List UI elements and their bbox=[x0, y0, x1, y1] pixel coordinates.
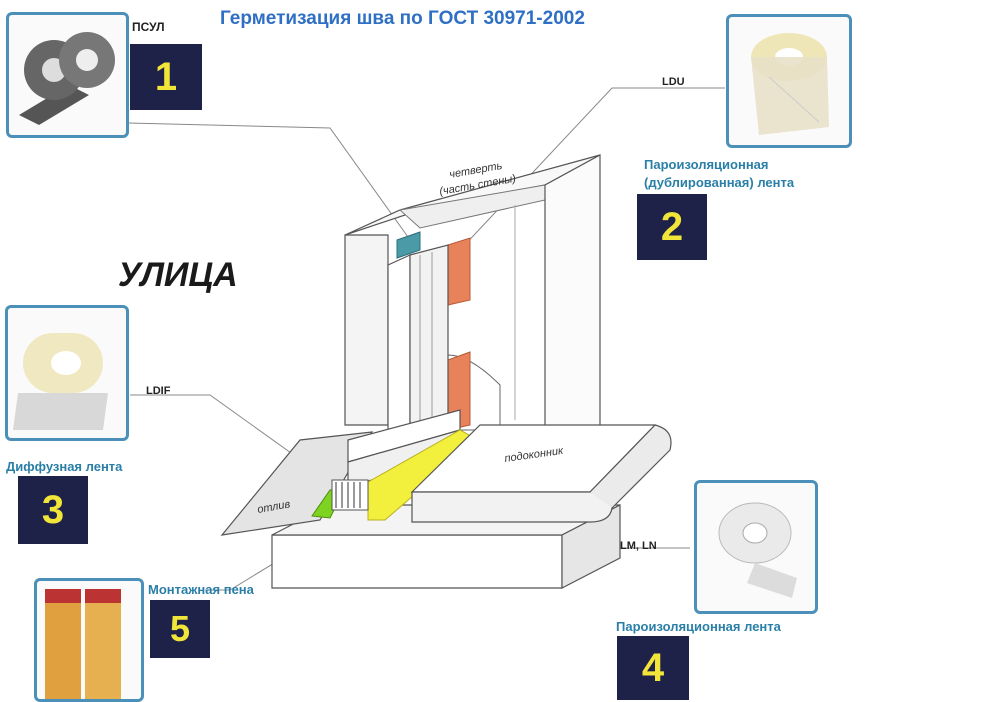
psul-photo bbox=[6, 12, 129, 138]
ebb-label: отлив bbox=[256, 498, 291, 516]
item2-label-line1: Пароизоляционная bbox=[644, 157, 769, 172]
street-label: УЛИЦА bbox=[118, 256, 238, 294]
psul-block bbox=[396, 231, 421, 259]
item2-label-line2: (дублированная) лента bbox=[644, 175, 795, 190]
ldu-photo bbox=[726, 14, 852, 148]
psul-label: ПСУЛ bbox=[132, 20, 165, 34]
ebb-shape bbox=[220, 431, 374, 536]
base-block-front bbox=[271, 534, 563, 589]
leader-psul bbox=[127, 122, 409, 238]
psul-tape-icon bbox=[19, 32, 115, 125]
frame-vertical-front bbox=[387, 254, 411, 446]
badge-5: 5 bbox=[150, 600, 210, 658]
badge-4: 4 bbox=[617, 636, 689, 700]
sill-side bbox=[589, 424, 672, 509]
orange-tape-upper bbox=[447, 237, 471, 306]
lm-ln-label: LM, LN bbox=[620, 540, 657, 552]
ldif-tape-icon bbox=[13, 333, 108, 430]
wall-right-block bbox=[544, 153, 601, 451]
item4-label: Пароизоляционная лента bbox=[616, 619, 781, 634]
ldu-tape-icon bbox=[751, 33, 829, 135]
frame-vertical-side bbox=[409, 244, 449, 436]
foam-can-icon bbox=[45, 589, 121, 699]
badge-1: 1 bbox=[130, 44, 202, 110]
foam-photo bbox=[34, 578, 144, 702]
lm-ln-photo bbox=[694, 480, 818, 614]
page-title: Герметизация шва по ГОСТ 30971-2002 bbox=[220, 8, 585, 29]
lm-ln-tape-icon bbox=[718, 502, 797, 598]
sill-front bbox=[411, 491, 613, 523]
ldif-photo bbox=[5, 305, 129, 441]
item5-label: Монтажная пена bbox=[148, 582, 254, 597]
badge-3: 3 bbox=[18, 476, 88, 544]
ldu-label: LDU bbox=[662, 76, 685, 88]
foam-hatch bbox=[331, 479, 369, 511]
ldif-label: LDIF bbox=[146, 385, 171, 397]
item3-label: Диффузная лента bbox=[6, 459, 123, 474]
badge-2: 2 bbox=[637, 194, 707, 260]
wall-left-face bbox=[344, 234, 389, 426]
